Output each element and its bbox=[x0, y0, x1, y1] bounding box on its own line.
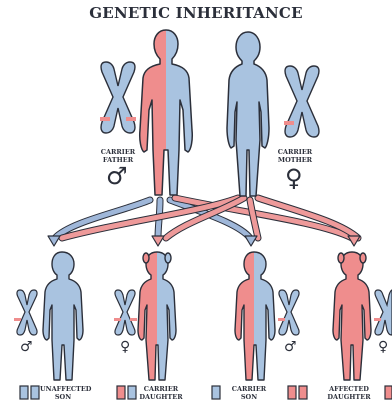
child2-label-line2: DAUGHTER bbox=[138, 393, 184, 401]
child3-label: CARRIER SON bbox=[226, 385, 272, 401]
child4-chromosomes bbox=[374, 290, 392, 335]
child2-female-symbol-icon: ♀ bbox=[120, 340, 130, 354]
inheritance-arrows bbox=[55, 198, 358, 238]
child3-label-line1: CARRIER bbox=[226, 385, 272, 393]
child3-label-line2: SON bbox=[226, 393, 272, 401]
child4-label-line1: AFFECTED bbox=[316, 385, 382, 393]
father-chromosome bbox=[100, 62, 136, 133]
child-carrier-daughter bbox=[138, 252, 176, 380]
mother-label: CARRIER MOTHER bbox=[272, 148, 318, 164]
male-symbol-icon: ♂ bbox=[106, 164, 128, 188]
father-label-line1: CARRIER bbox=[96, 148, 140, 156]
child1-chromosomes bbox=[14, 290, 37, 335]
child1-label: UNAFFECTED SON bbox=[40, 385, 86, 401]
child-affected-daughter bbox=[333, 252, 371, 380]
child3-male-symbol-icon: ♂ bbox=[284, 340, 297, 354]
mother-label-line2: MOTHER bbox=[272, 156, 318, 164]
child2-chromosomes bbox=[114, 290, 137, 335]
female-symbol-icon: ♀ bbox=[285, 166, 303, 190]
arrow-heads bbox=[48, 236, 360, 246]
child-unaffected-son bbox=[43, 252, 83, 380]
child-carrier-son bbox=[235, 252, 275, 380]
child1-label-line1: UNAFFECTED bbox=[40, 385, 86, 393]
child1-label-line2: SON bbox=[40, 393, 86, 401]
father-figure bbox=[140, 30, 193, 195]
child2-label-line1: CARRIER bbox=[138, 385, 184, 393]
child2-label: CARRIER DAUGHTER bbox=[138, 385, 184, 401]
child3-chromosomes bbox=[278, 290, 299, 335]
mother-chromosome bbox=[284, 66, 319, 137]
child4-female-symbol-icon: ♀ bbox=[378, 340, 388, 354]
child1-male-symbol-icon: ♂ bbox=[20, 340, 33, 354]
child4-label-line2: DAUGHTER bbox=[316, 393, 382, 401]
mother-label-line1: CARRIER bbox=[272, 148, 318, 156]
mother-figure bbox=[227, 32, 269, 196]
child4-label: AFFECTED DAUGHTER bbox=[316, 385, 382, 401]
